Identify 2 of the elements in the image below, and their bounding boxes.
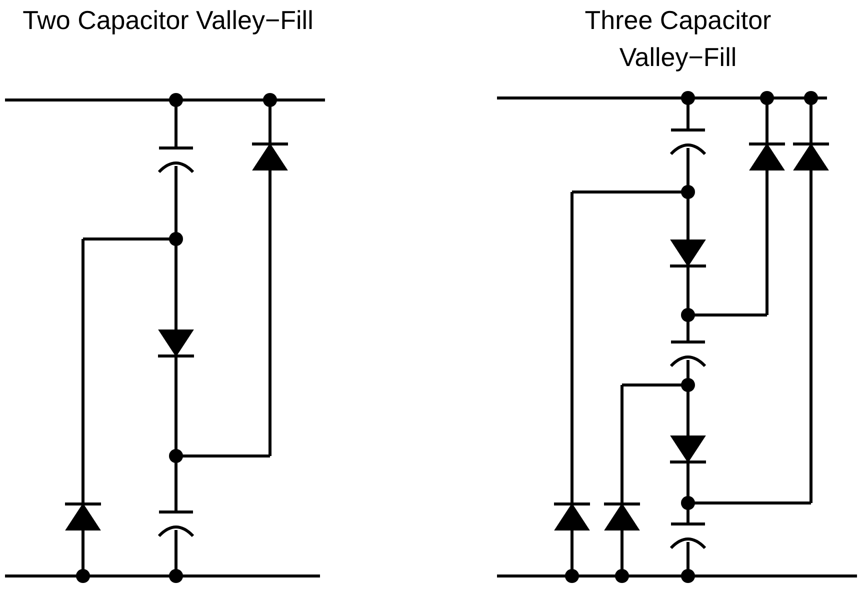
circuit-title: Two Capacitor Valley−Fill: [22, 4, 314, 37]
circuit-title: Three Capacitor Valley−Fill: [584, 4, 772, 74]
